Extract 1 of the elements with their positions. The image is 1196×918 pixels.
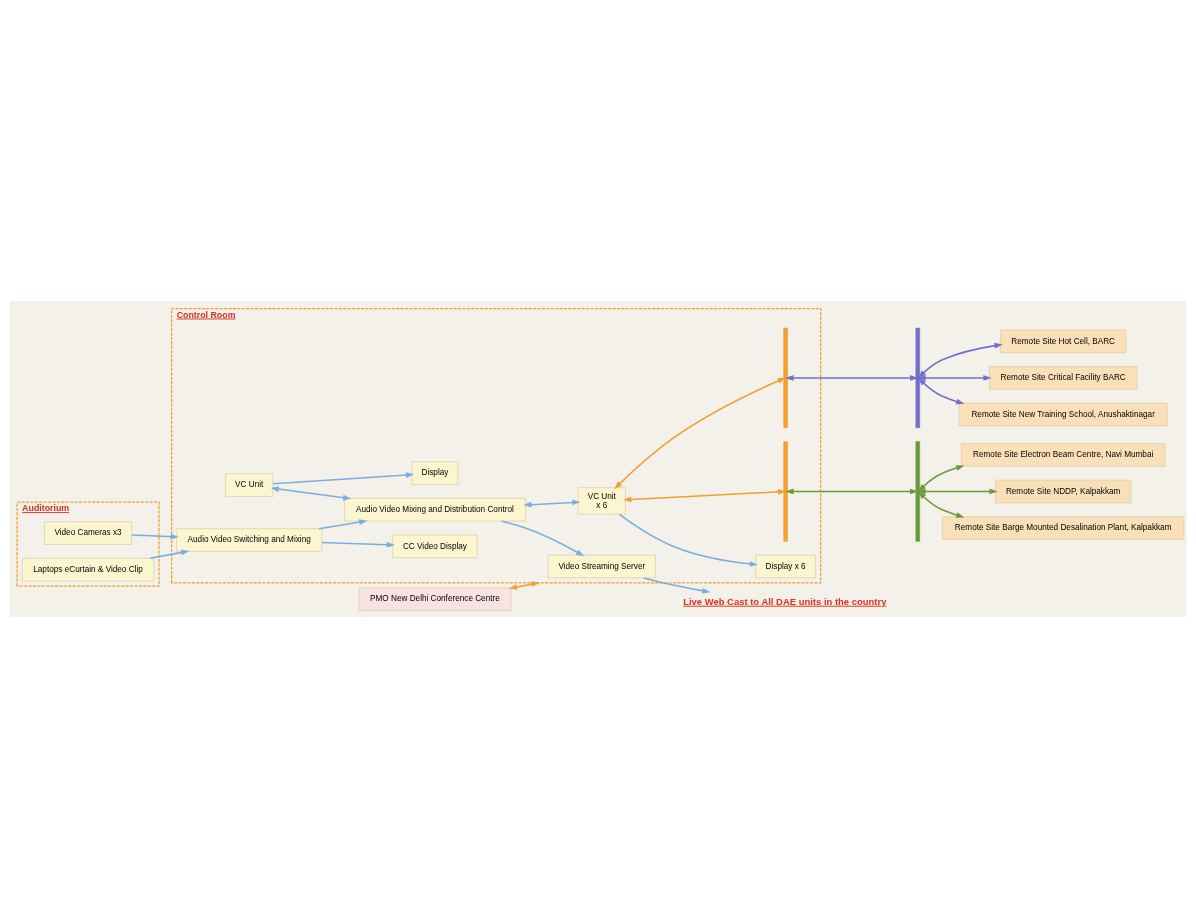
node-text: Live Web Cast to All DAE units in the country — [683, 595, 887, 607]
